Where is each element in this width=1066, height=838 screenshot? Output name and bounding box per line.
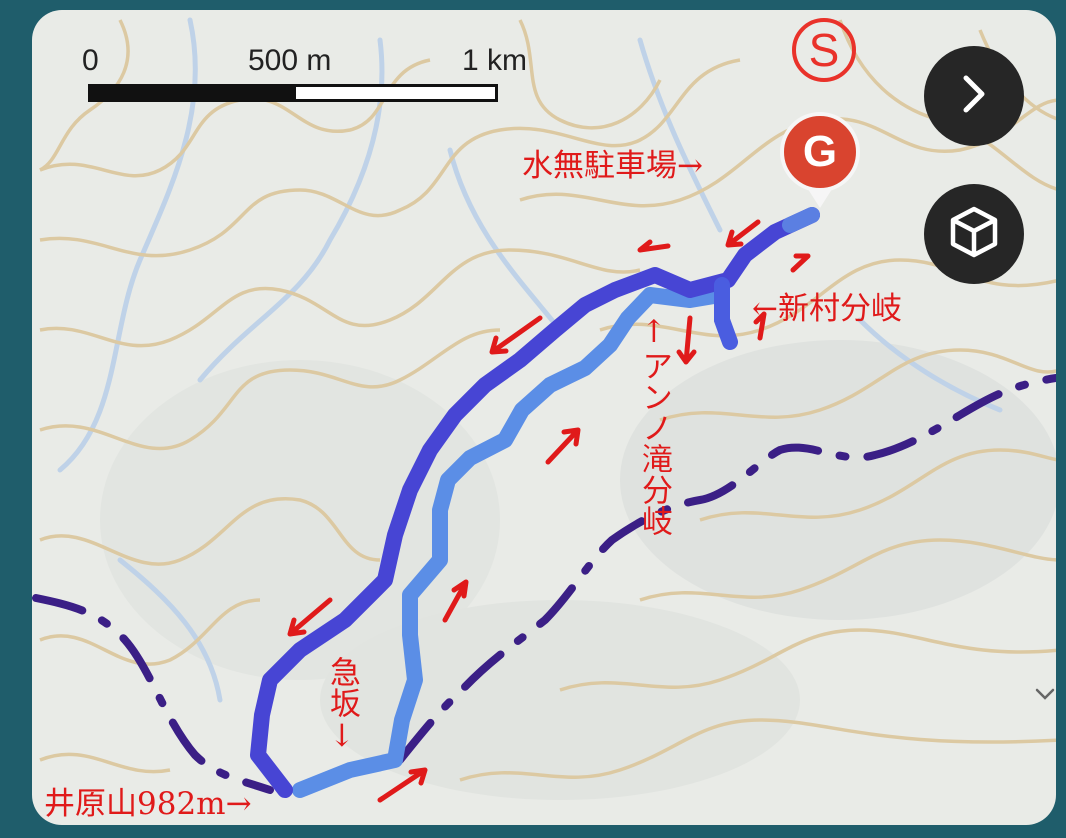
next-button[interactable]	[924, 46, 1024, 146]
track-tail	[782, 207, 820, 233]
contour-lines	[39, 19, 1056, 782]
chevron-down-icon[interactable]	[1034, 686, 1056, 705]
track-return	[292, 287, 728, 798]
terrain-shading	[620, 340, 1056, 620]
boundary-line	[32, 374, 1056, 794]
chevron-right-icon	[956, 72, 992, 120]
scale-label-500m: 500 m	[248, 44, 332, 77]
start-marker[interactable]: S	[792, 18, 856, 82]
annotation-ihara: 井原山982m→	[44, 786, 252, 822]
track-spur-shinmura	[714, 277, 738, 350]
scale-label-0: 0	[82, 44, 99, 77]
streams	[57, 17, 1003, 703]
cube-icon	[945, 203, 1003, 265]
annotation-parking: 水無駐車場→	[522, 148, 703, 184]
annotation-shinmura: ←新村分岐	[752, 291, 902, 327]
goal-marker[interactable]: G	[780, 112, 860, 192]
track-outbound	[250, 207, 820, 798]
scale-bar	[88, 84, 498, 102]
view-3d-button[interactable]	[924, 184, 1024, 284]
scale-bar-fill	[91, 87, 296, 99]
annotation-kyuhan: 急坂↓	[324, 656, 360, 754]
direction-arrows	[287, 219, 811, 803]
terrain-shading	[320, 600, 800, 800]
scale-label-1km: 1 km	[462, 44, 528, 77]
terrain-shading	[100, 360, 500, 680]
annotation-anno-taki: ↑アンノ滝分岐	[636, 314, 672, 536]
